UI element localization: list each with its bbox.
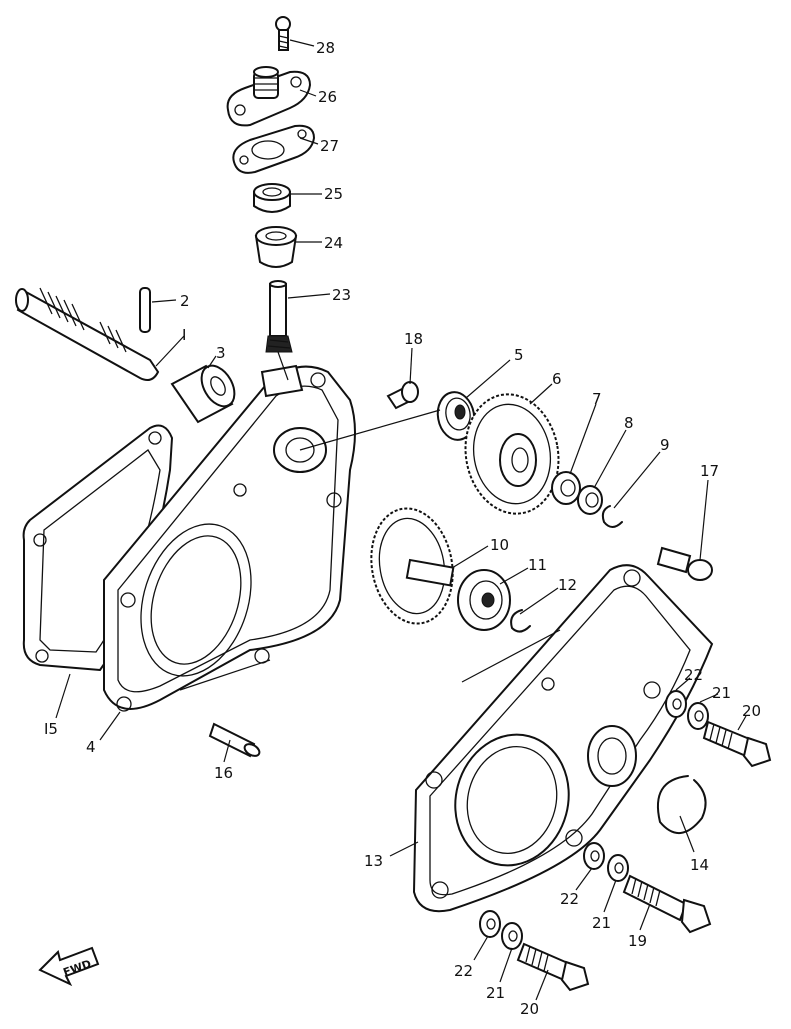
part-2-pin — [139, 287, 151, 333]
callout-5: 5 — [514, 346, 524, 364]
part-24-bushing — [254, 226, 298, 268]
callout-22-upper: 22 — [684, 666, 703, 684]
callout-8: 8 — [624, 414, 634, 432]
callout-12: 12 — [558, 576, 577, 594]
callout-20-upper: 20 — [742, 702, 761, 720]
part-17-bolt — [656, 546, 713, 581]
part-22-washer-upper — [665, 690, 687, 718]
callout-14: 14 — [690, 856, 709, 874]
callout-20-lower: 20 — [520, 1000, 539, 1018]
part-26-cover-plate — [226, 66, 312, 127]
callout-6: 6 — [552, 370, 562, 388]
part-11-bearing — [457, 569, 511, 631]
callout-17: 17 — [700, 462, 719, 480]
callout-4: 4 — [86, 738, 96, 756]
part-16-dowel — [208, 722, 261, 758]
callout-27: 27 — [320, 137, 339, 155]
callout-21-lower: 21 — [486, 984, 505, 1002]
callout-7: 7 — [592, 390, 602, 408]
callout-28: 28 — [316, 39, 335, 57]
part-12-circlip — [510, 609, 531, 633]
callout-21-mid: 21 — [592, 914, 611, 932]
callout-labels: 28 26 27 25 24 23 2 I 3 18 5 6 7 8 9 17 … — [44, 39, 761, 1018]
callout-1: I — [182, 326, 186, 344]
callout-22-mid: 22 — [560, 890, 579, 908]
projection-lines — [179, 351, 561, 691]
part-21-washer-mid — [607, 854, 629, 882]
part-1-worm-shaft — [15, 287, 160, 381]
part-10-gear-shaft — [370, 507, 455, 625]
part-13-cover — [412, 564, 714, 913]
callout-18: 18 — [404, 330, 423, 348]
leader-lines — [55, 39, 747, 1001]
part-9-circlip — [601, 505, 623, 528]
callout-23: 23 — [332, 286, 351, 304]
part-3-collar — [170, 364, 236, 424]
callout-9: 9 — [660, 436, 670, 454]
part-22-washer-lower — [479, 910, 501, 938]
part-7-washer — [551, 471, 581, 505]
part-5-bearing — [436, 391, 476, 441]
callout-15: I5 — [44, 720, 58, 738]
part-27-gasket — [232, 124, 316, 174]
part-18-bolt — [386, 381, 419, 410]
part-6-gear — [464, 393, 560, 515]
callout-22-lower: 22 — [454, 962, 473, 980]
callout-19: 19 — [628, 932, 647, 950]
part-25-oil-seal — [253, 183, 291, 213]
callout-2: 2 — [180, 292, 190, 310]
callout-24: 24 — [324, 234, 343, 252]
part-22-washer-mid — [583, 842, 605, 870]
part-4-housing — [103, 364, 356, 712]
part-8-washer — [577, 485, 603, 515]
part-19-bolt — [622, 874, 712, 934]
callout-11: 11 — [528, 556, 547, 574]
part-20-bolt-upper — [702, 720, 772, 768]
part-14-circlip — [656, 775, 707, 834]
callout-13: 13 — [364, 852, 383, 870]
part-20-bolt-lower — [516, 942, 590, 992]
part-23-drive-shaft — [265, 280, 293, 353]
callout-21-upper: 21 — [712, 684, 731, 702]
callout-16: 16 — [214, 764, 233, 782]
callout-10: 10 — [490, 536, 509, 554]
part-28-screw — [275, 16, 291, 51]
callout-26: 26 — [318, 88, 337, 106]
callout-25: 25 — [324, 185, 343, 203]
part-21-washer-upper — [687, 702, 709, 730]
fwd-arrow: FWD — [38, 946, 100, 987]
part-21-washer-lower — [501, 922, 523, 950]
callout-3: 3 — [216, 344, 226, 362]
